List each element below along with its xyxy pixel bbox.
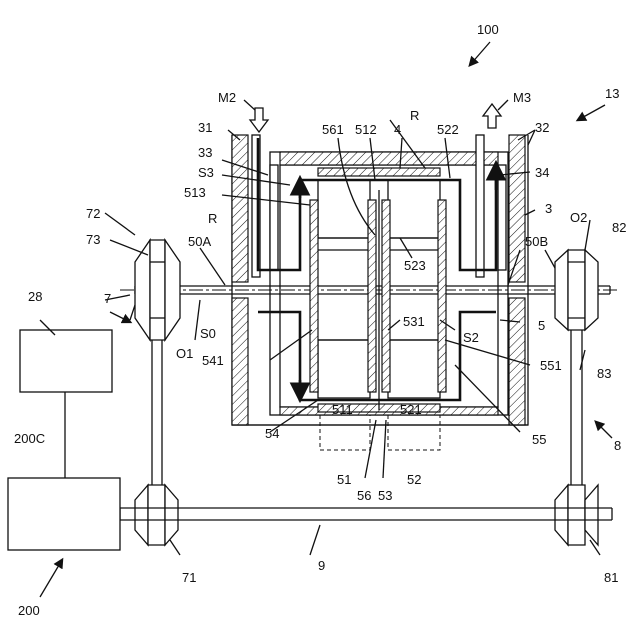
label-541: 541 — [202, 353, 224, 368]
label-34: 34 — [535, 165, 549, 180]
label-s0: S0 — [200, 326, 216, 341]
label-54: 54 — [265, 426, 279, 441]
label-55: 55 — [532, 432, 546, 447]
label-513: 513 — [184, 185, 206, 200]
label-56: 56 — [357, 488, 371, 503]
label-521: 521 — [400, 402, 422, 417]
label-33: 33 — [198, 145, 212, 160]
label-31: 31 — [198, 120, 212, 135]
label-82: 82 — [612, 220, 626, 235]
label-28: 28 — [28, 289, 42, 304]
label-8: 8 — [614, 438, 621, 453]
casing-top-hatch — [280, 152, 498, 165]
label-r-left: R — [208, 211, 217, 226]
pulley-8 — [555, 250, 598, 330]
label-50b: 50B — [525, 234, 548, 249]
label-71: 71 — [182, 570, 196, 585]
label-o2: O2 — [570, 210, 587, 225]
label-83: 83 — [597, 366, 611, 381]
label-4: 4 — [394, 122, 401, 137]
label-200: 200 — [18, 603, 40, 618]
label-200c: 200C — [14, 431, 45, 446]
label-51: 51 — [337, 472, 351, 487]
motor-box — [8, 478, 120, 550]
label-100: 100 — [477, 22, 499, 37]
label-13: 13 — [605, 86, 619, 101]
label-512: 512 — [355, 122, 377, 137]
label-511: 511 — [332, 402, 353, 417]
plate-551 — [438, 200, 446, 392]
housing-left-wall-upper — [232, 135, 248, 282]
plate-541 — [310, 200, 318, 392]
flow-arrow-m3 — [483, 104, 501, 128]
plate-512 — [368, 200, 376, 392]
belt-7 — [152, 340, 162, 485]
label-73: 73 — [86, 232, 100, 247]
group-51-bracket — [320, 415, 370, 450]
pulley-81 — [555, 485, 598, 545]
label-3: 3 — [545, 201, 552, 216]
label-72: 72 — [86, 206, 100, 221]
group-52-bracket — [388, 415, 440, 450]
plate-4 — [318, 168, 440, 176]
label-81: 81 — [604, 570, 618, 585]
label-m2: M2 — [218, 90, 236, 105]
label-551: 551 — [540, 358, 562, 373]
label-s2: S2 — [463, 330, 479, 345]
belt-83 — [571, 330, 582, 485]
controller-box — [20, 330, 112, 392]
shaft-9 — [120, 508, 612, 520]
plate-531 — [382, 200, 390, 392]
label-o1: O1 — [176, 346, 193, 361]
label-561: 561 — [322, 122, 344, 137]
flow-arrow-m2 — [250, 108, 268, 132]
airflow-paths — [258, 138, 496, 400]
label-5: 5 — [538, 318, 545, 333]
label-9: 9 — [318, 558, 325, 573]
housing-left-wall-lower — [232, 298, 248, 425]
pulley-7 — [135, 240, 180, 340]
label-50a: 50A — [188, 234, 211, 249]
label-m3: M3 — [513, 90, 531, 105]
label-52: 52 — [407, 472, 421, 487]
label-r-top: R — [410, 108, 419, 123]
pulley-71 — [135, 485, 178, 545]
label-523: 523 — [404, 258, 426, 273]
label-7: 7 — [104, 291, 111, 306]
label-s3: S3 — [198, 165, 214, 180]
label-53: 53 — [378, 488, 392, 503]
label-32: 32 — [535, 120, 549, 135]
rotor-blocks — [310, 180, 446, 410]
label-522: 522 — [437, 122, 459, 137]
label-531: 531 — [403, 314, 425, 329]
